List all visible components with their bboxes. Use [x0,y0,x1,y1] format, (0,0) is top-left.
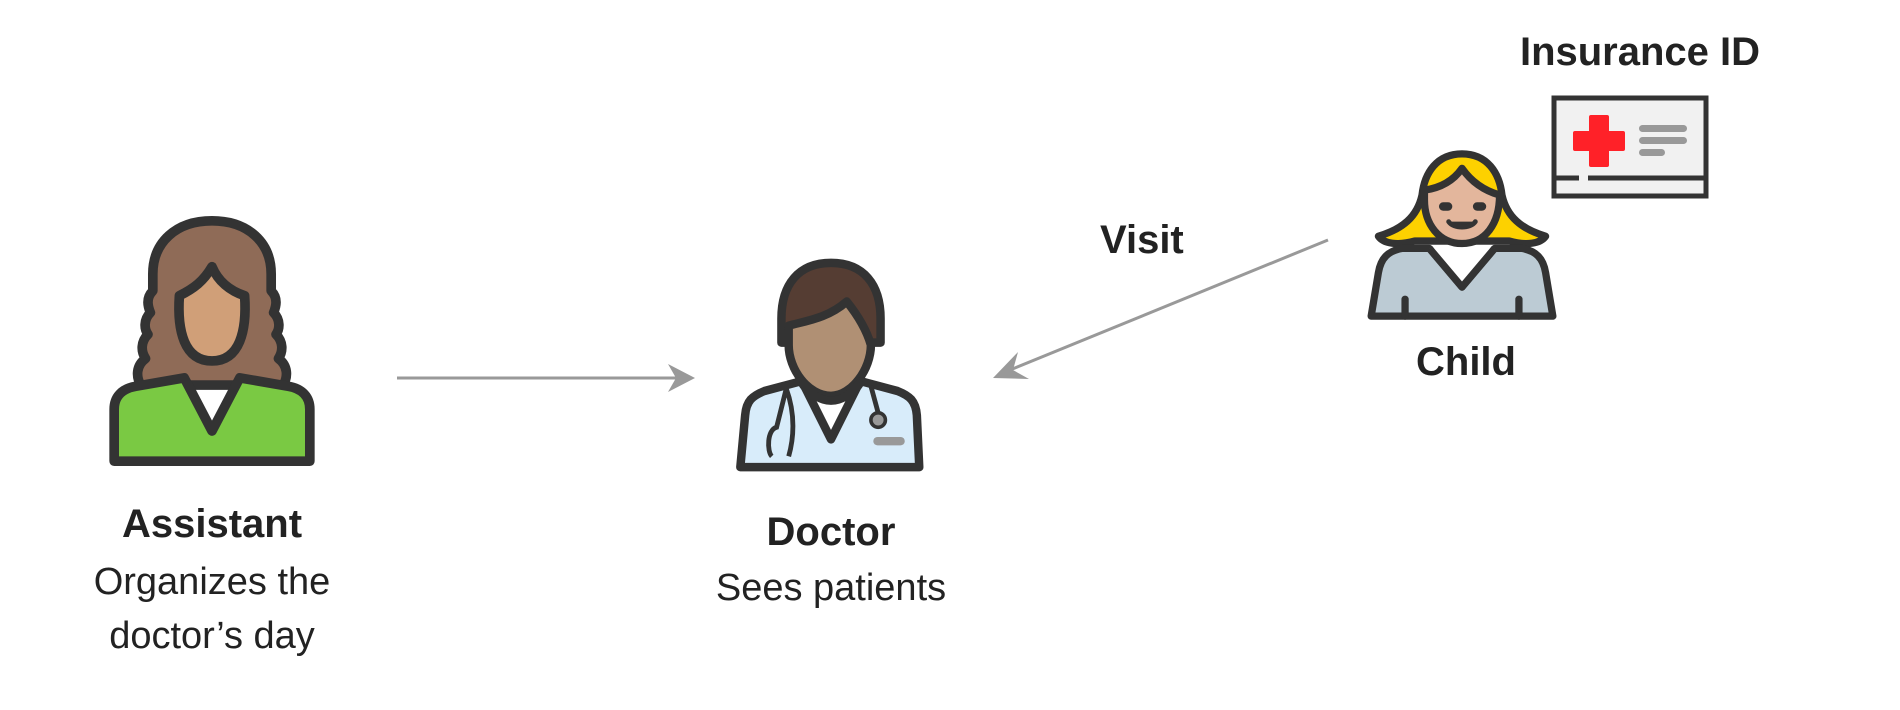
red-cross-icon [1573,115,1625,167]
insurance-title: Insurance ID [1519,30,1761,74]
assistant-avatar-icon [109,216,315,466]
arrow-assistant-to-doctor [397,364,695,392]
child-title: Child [1416,340,1516,384]
arrow-child-to-doctor [993,238,1329,379]
child-avatar-icon [1367,150,1557,320]
assistant-title: Assistant [121,502,303,546]
doctor-subtitle: Sees patients [715,567,947,609]
assistant-subtitle-line-1: Organizes the [93,561,331,603]
assistant-subtitle-line-2: doctor’s day [109,615,315,657]
edge-label-visit: Visit [1100,218,1184,262]
doctor-avatar-icon [736,258,924,472]
insurance-card-icon [1551,95,1709,199]
doctor-title: Doctor [766,510,896,554]
